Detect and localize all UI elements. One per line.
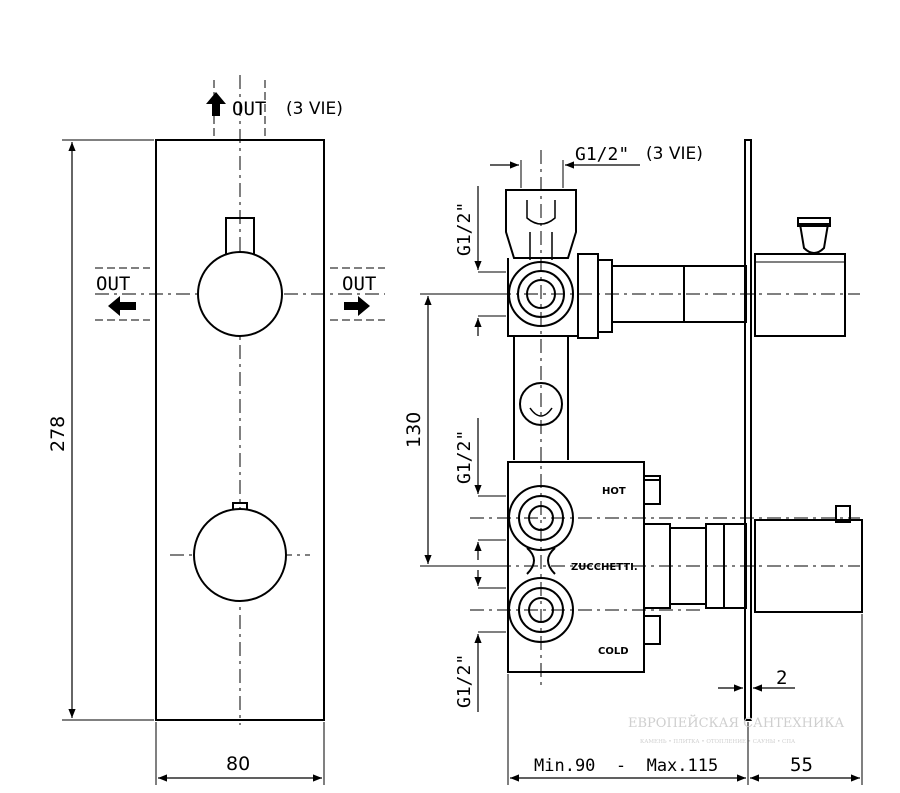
out-top-label: OUT: [232, 98, 266, 120]
dim-plate-label: 2: [776, 667, 787, 689]
thermostat-body: [507, 461, 645, 673]
out-left-label: OUT: [96, 273, 130, 295]
thread-middle-label: G1/2": [454, 430, 475, 484]
watermark-subtitle: КАМЕНЬ • ПЛИТКА • ОТОПЛЕНИЕ • САУНЫ • СП…: [640, 739, 796, 745]
side-view: [420, 139, 863, 785]
arrow-right-icon: [344, 296, 370, 316]
lower-knob: [193, 508, 287, 602]
thread-upper-label: G1/2": [454, 202, 475, 256]
thermostat-knob-side: [754, 519, 863, 613]
front-view: [62, 75, 385, 785]
out-right-label: OUT: [342, 273, 376, 295]
top-thread-label: G1/2": [575, 144, 629, 165]
top-thread-note: (3 VIE): [646, 144, 703, 164]
top-outlet: [505, 189, 577, 259]
dim-projection-label: 55: [790, 754, 813, 776]
out-arrows: [108, 92, 370, 316]
out-top-note: (3 VIE): [286, 99, 343, 119]
watermark-title: ЕВРОПЕЙСКАЯ САНТЕХНИКА: [628, 714, 844, 731]
brand-label: ZUCCHETTI.: [571, 562, 638, 573]
arrow-up-icon: [206, 92, 226, 116]
thread-lower-label: G1/2": [454, 654, 475, 708]
upper-spindle: [611, 265, 685, 323]
dim-height-label: 278: [47, 416, 69, 452]
upper-knob-side: [754, 253, 846, 337]
dim-width-label: 80: [226, 753, 250, 775]
dim-spacing-label: 130: [403, 412, 425, 448]
dim-depth-label: Min.90 - Max.115: [534, 756, 718, 776]
arrow-left-icon: [108, 296, 136, 316]
plate-section: [744, 139, 752, 721]
cold-label: COLD: [598, 646, 629, 657]
upper-knob: [197, 251, 283, 337]
hot-label: HOT: [602, 486, 626, 497]
